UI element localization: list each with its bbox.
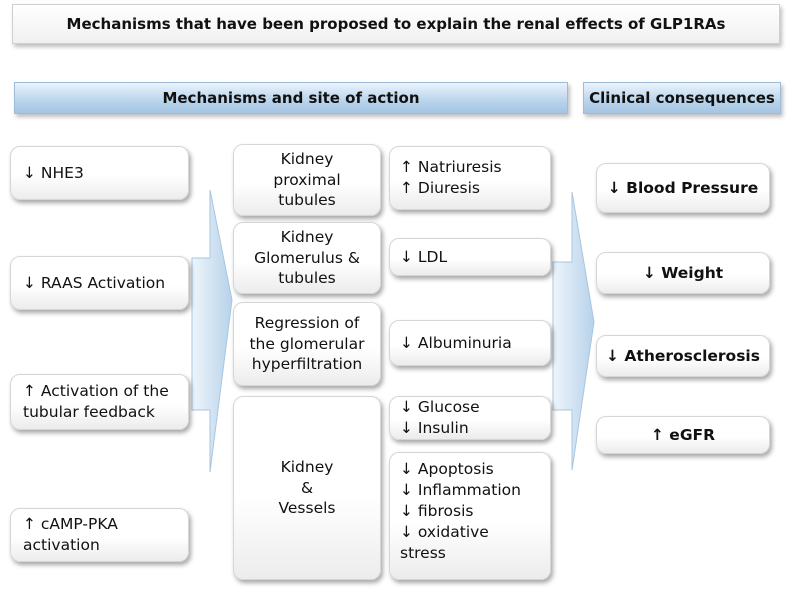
mechanisms-banner: Mechanisms and site of action (14, 82, 568, 114)
mechanism-tubular-feedback: ↑ Activation of the tubular feedback (10, 374, 189, 430)
effect-natriuresis-diuresis: ↑ Natriuresis ↑ Diuresis (389, 146, 551, 210)
consequence-blood-pressure: ↓ Blood Pressure (596, 163, 770, 213)
right-flow-arrow (552, 191, 595, 471)
site-proximal-tubules: Kidney proximal tubules (233, 144, 381, 216)
effect-albuminuria: ↓ Albuminuria (389, 320, 551, 366)
consequence-atherosclerosis: ↓ Atherosclerosis (596, 335, 770, 377)
left-flow-arrow (191, 189, 233, 473)
effect-glucose-insulin: ↓ Glucose ↓ Insulin (389, 396, 551, 440)
site-glomerulus-tubules: Kidney Glomerulus & tubules (233, 222, 381, 294)
consequence-weight: ↓ Weight (596, 252, 770, 294)
mechanism-camp-pka: ↑ cAMP-PKA activation (10, 508, 189, 562)
effect-ldl: ↓ LDL (389, 238, 551, 276)
site-kidney-vessels: Kidney & Vessels (233, 396, 381, 580)
clinical-banner: Clinical consequences (583, 82, 781, 114)
mechanism-raas: ↓ RAAS Activation (10, 256, 189, 310)
site-glomerular-hyperfiltration: Regression of the glomerular hyperfiltra… (233, 302, 381, 386)
mechanism-nhe3: ↓ NHE3 (10, 146, 189, 200)
consequence-egfr: ↑ eGFR (596, 416, 770, 454)
diagram-title: Mechanisms that have been proposed to ex… (12, 4, 780, 44)
effect-apoptosis-inflammation: ↓ Apoptosis ↓ Inflammation ↓ fibrosis ↓ … (389, 452, 551, 580)
